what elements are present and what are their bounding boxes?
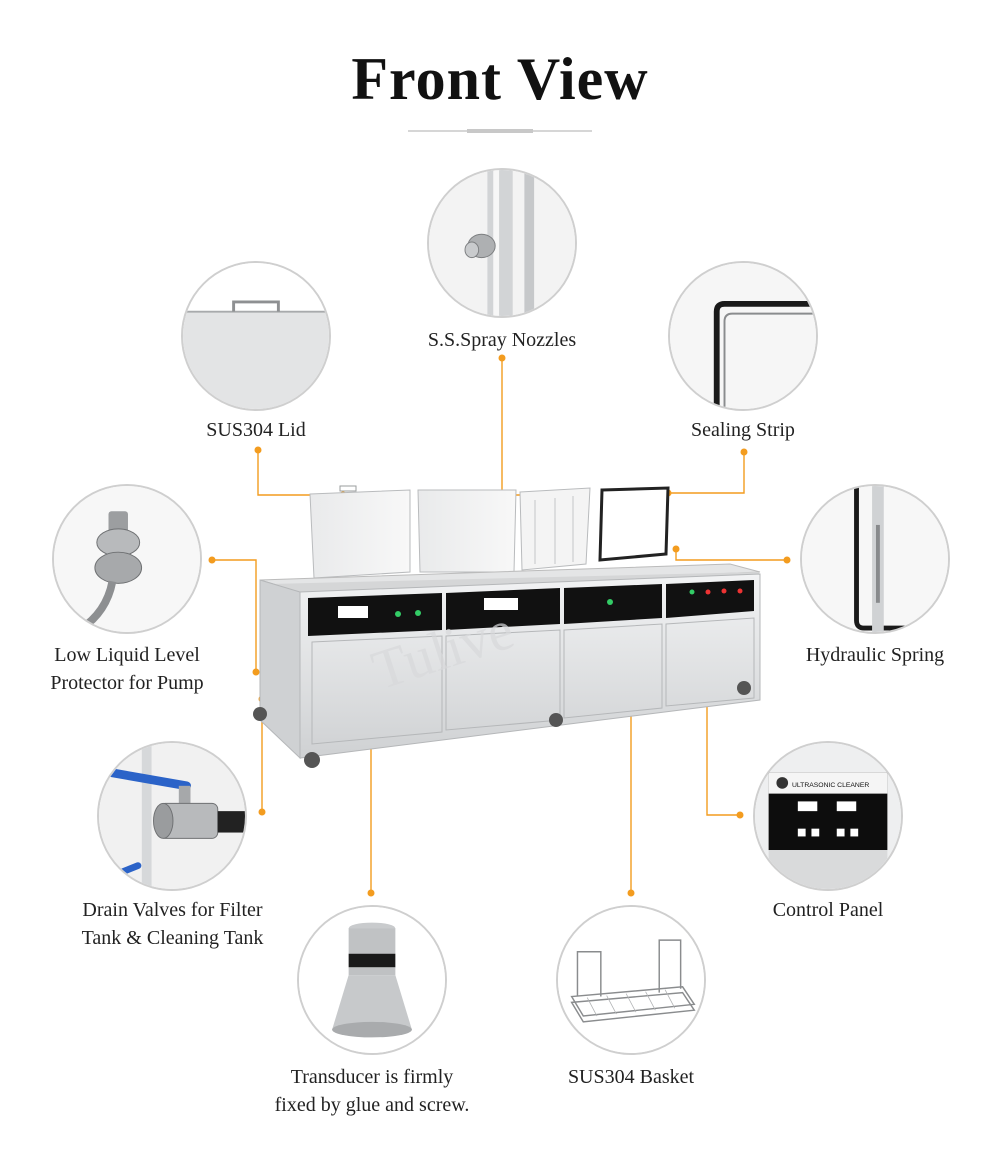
transducer-icon xyxy=(299,907,445,1053)
lid-detail-circle xyxy=(181,261,331,411)
drain-valve-label-line2: Tank & Cleaning Tank xyxy=(81,927,264,949)
drain-valve-icon xyxy=(99,743,245,889)
lid-icon xyxy=(183,263,329,409)
basket-icon xyxy=(558,907,704,1053)
sealing-strip-label: Sealing Strip xyxy=(691,419,795,441)
hydraulic-spring-icon xyxy=(802,486,948,632)
transducer-detail-circle xyxy=(297,905,447,1055)
title-divider-accent xyxy=(467,129,533,133)
liquid-level-detail-circle xyxy=(52,484,202,634)
control-panel-detail-circle: ULTRASONIC CLEANER xyxy=(753,741,903,891)
drain-valve-label-line1: Drain Valves for Filter xyxy=(82,899,263,921)
basket-label: SUS304 Basket xyxy=(567,1066,695,1088)
control-panel-label: Control Panel xyxy=(772,899,884,921)
control-panel-text: ULTRASONIC CLEANER xyxy=(792,782,869,789)
spray-nozzle-icon xyxy=(429,170,575,316)
basket-detail-circle xyxy=(556,905,706,1055)
hydraulic-spring-label: Hydraulic Spring xyxy=(805,644,945,666)
liquid-level-label-line2: Protector for Pump xyxy=(50,672,204,694)
control-panel-icon: ULTRASONIC CLEANER xyxy=(755,743,901,889)
spray-nozzle-label: S.S.Spray Nozzles xyxy=(427,329,577,351)
sealing-strip-icon xyxy=(670,263,816,409)
drain-valve-label: Drain Valves for Filter Tank & Cleaning … xyxy=(50,896,295,952)
transducer-label-line1: Transducer is firmly xyxy=(290,1066,454,1088)
hydraulic-spring-detail-circle xyxy=(800,484,950,634)
transducer-label-line2: fixed by glue and screw. xyxy=(274,1094,470,1116)
sealing-strip-detail-circle xyxy=(668,261,818,411)
liquid-level-sensor-icon xyxy=(54,486,200,632)
liquid-level-label: Low Liquid Level Protector for Pump xyxy=(22,641,232,697)
lid-label: SUS304 Lid xyxy=(206,419,306,441)
spray-nozzle-detail-circle xyxy=(427,168,577,318)
page-title: Front View xyxy=(351,46,649,112)
liquid-level-label-line1: Low Liquid Level xyxy=(54,644,200,666)
ultrasonic-cleaner-machine: Tulive xyxy=(230,480,770,780)
drain-valve-detail-circle xyxy=(97,741,247,891)
transducer-label: Transducer is firmly fixed by glue and s… xyxy=(247,1063,497,1119)
